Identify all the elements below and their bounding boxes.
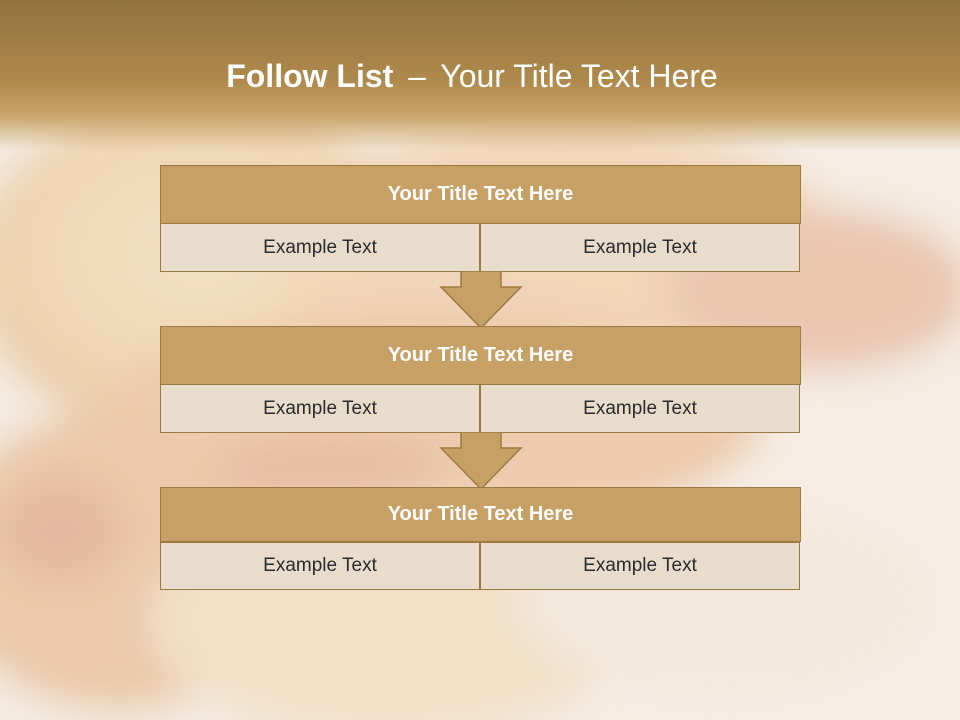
step-title: Your Title Text Here <box>160 326 801 385</box>
step-block-3: Your Title Text Here Example Text Exampl… <box>160 487 801 592</box>
step-right-text: Example Text <box>480 542 800 590</box>
title-separator: – <box>408 58 426 94</box>
header-band <box>0 0 960 150</box>
step-left-text: Example Text <box>160 223 480 272</box>
title-bold-part: Follow List <box>226 58 394 94</box>
down-arrow-icon <box>439 271 523 329</box>
step-block-2: Your Title Text Here Example Text Exampl… <box>160 326 801 433</box>
step-right-text: Example Text <box>480 223 800 272</box>
step-right-text: Example Text <box>480 384 800 433</box>
step-block-1: Your Title Text Here Example Text Exampl… <box>160 165 801 272</box>
step-title: Your Title Text Here <box>160 165 801 224</box>
down-arrow-icon <box>439 432 523 490</box>
step-title: Your Title Text Here <box>160 487 801 542</box>
step-left-text: Example Text <box>160 384 480 433</box>
title-rest-part: Your Title Text Here <box>440 58 718 94</box>
step-left-text: Example Text <box>160 542 480 590</box>
slide-title: Follow List – Your Title Text Here <box>0 52 944 100</box>
